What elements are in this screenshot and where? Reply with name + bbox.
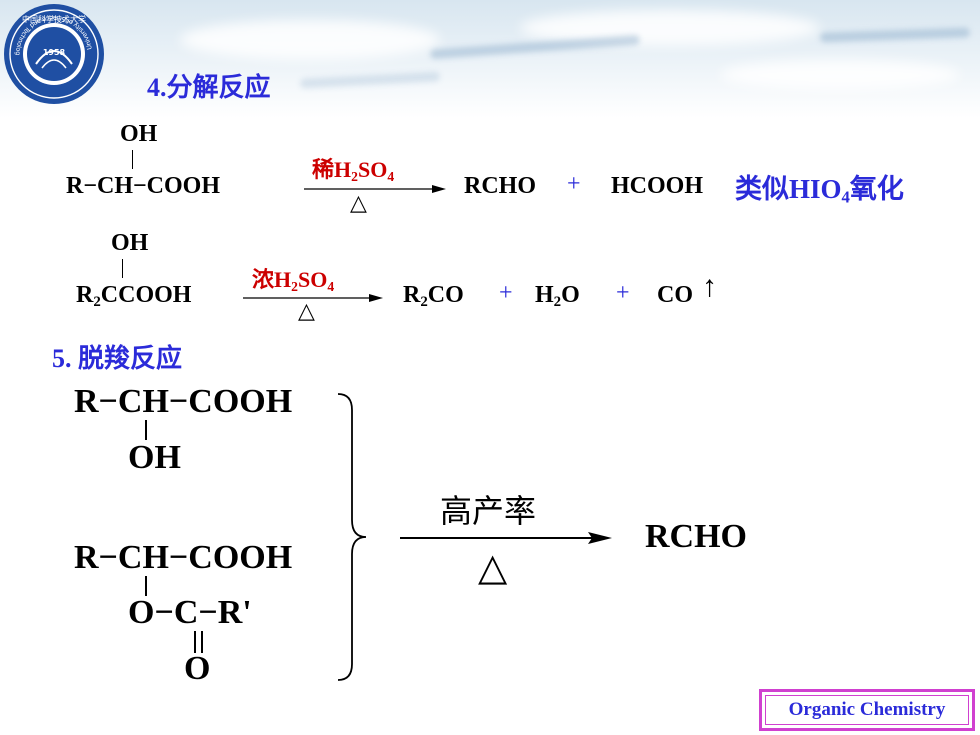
reaction2-product3: CO <box>657 282 693 308</box>
footer-label: Organic Chemistry <box>765 695 969 725</box>
reaction1-oh-group: OH <box>120 121 158 147</box>
reaction2-oh-group: OH <box>111 230 149 256</box>
reaction1-reagent: 稀H2SO4 <box>312 157 395 184</box>
reaction1-arrow <box>304 185 446 193</box>
footer-badge: Organic Chemistry <box>759 689 975 731</box>
header-sky-background <box>0 0 980 118</box>
reaction1-note: 类似HIO4氧化 <box>735 174 904 207</box>
reaction2-heat-condition: △ <box>298 298 315 323</box>
reaction2-bond-line <box>122 259 123 278</box>
compound1-bond-line <box>145 420 147 440</box>
reaction1-bond-line <box>132 150 133 169</box>
reaction1-product2: HCOOH <box>611 173 704 199</box>
svg-text:中国科学技术大学: 中国科学技术大学 <box>22 14 86 24</box>
decarboxylation-product: RCHO <box>645 518 747 555</box>
reaction2-product2: H2O <box>535 282 580 311</box>
compound1-main-chain: R−CH−COOH <box>74 383 293 420</box>
decarboxylation-arrow <box>400 532 612 544</box>
reaction2-arrow <box>243 294 383 302</box>
university-seal-logo: University of Science and Technology of … <box>2 2 104 104</box>
reaction2-plus-2: + <box>616 280 630 306</box>
compound2-ester-group: O−C−R' <box>128 594 252 631</box>
compound2-carbonyl-oxygen: O <box>184 650 211 687</box>
reaction1-plus: + <box>567 171 581 197</box>
reaction2-reactant: R2CCOOH <box>76 282 192 311</box>
carbonyl-double-bond-left <box>194 631 196 653</box>
compound2-bond-line <box>145 576 147 596</box>
compound1-hydroxyl: OH <box>128 439 181 476</box>
section-4-heading: 4.分解反应 <box>147 73 271 102</box>
cloud-decoration <box>720 60 960 90</box>
cloud-decoration <box>180 20 440 60</box>
carbonyl-double-bond-right <box>201 631 203 653</box>
heat-condition: △ <box>478 547 508 589</box>
grouping-brace <box>337 393 367 681</box>
compound2-main-chain: R−CH−COOH <box>74 539 293 576</box>
svg-text:1958: 1958 <box>43 48 66 57</box>
reaction1-product1: RCHO <box>464 173 536 199</box>
reaction1-reactant: R−CH−COOH <box>66 173 221 199</box>
reaction2-product1: R2CO <box>403 282 464 311</box>
gas-evolution-arrow-icon: ↑ <box>702 270 717 303</box>
reaction1-heat-condition: △ <box>350 190 367 215</box>
high-yield-condition: 高产率 <box>440 493 537 529</box>
reaction2-reagent: 浓H2SO4 <box>252 267 335 294</box>
cloud-decoration <box>520 10 820 46</box>
reaction2-plus-1: + <box>499 280 513 306</box>
section-5-heading: 5. 脱羧反应 <box>52 344 183 373</box>
